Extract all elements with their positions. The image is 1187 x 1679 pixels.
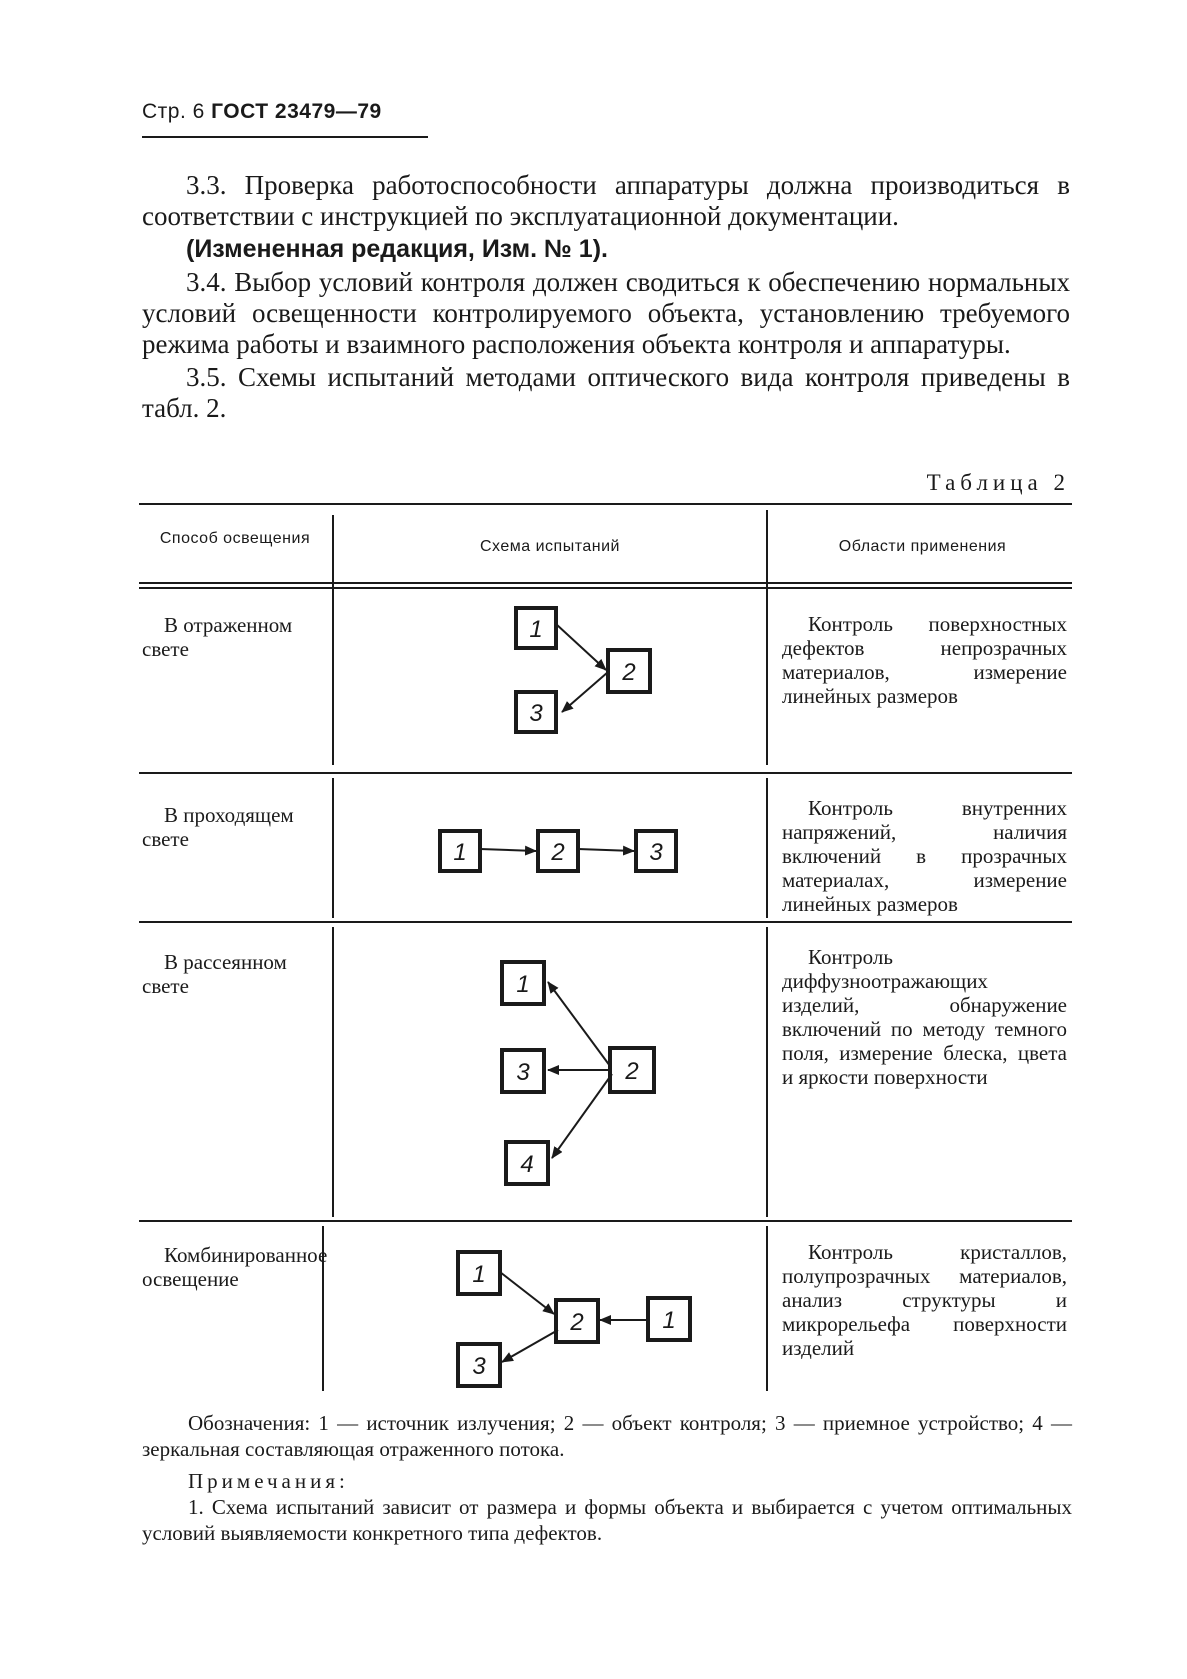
box-label: 2: [624, 1058, 638, 1085]
scheme-reflected: [514, 606, 652, 734]
table-caption: Таблица 2: [926, 470, 1070, 495]
scheme-box: [500, 960, 546, 1006]
row-3-area: Контроль диффузноотражающих изделий, обн…: [782, 945, 1067, 1089]
scheme-box: [456, 1342, 502, 1388]
box-label: 2: [621, 659, 635, 686]
box-label: 1: [529, 616, 542, 643]
legend: Обозначения: 1 — источник излучения; 2 —…: [142, 1411, 1072, 1461]
scheme-box: [536, 829, 580, 873]
header-method: Способ освещения: [159, 530, 311, 547]
row-3-method: В рассеянном свете: [142, 950, 287, 998]
row-4-area: Контроль кристаллов, полупрозрачных мате…: [782, 1240, 1067, 1360]
header-scheme: Схема испытаний: [480, 538, 620, 555]
row-rule: [139, 772, 1072, 774]
table-top-rule: [139, 503, 1072, 505]
arrow: [501, 1329, 559, 1363]
col-divider: [766, 510, 768, 765]
header-area: Области применения: [838, 538, 1007, 555]
arrow: [555, 623, 607, 671]
scheme-box: [514, 690, 558, 734]
scheme-box: [634, 829, 678, 873]
page-header: Стр. 6 ГОСТ 23479—79: [142, 100, 382, 124]
notes-title: Примечания:: [188, 1469, 349, 1493]
scheme-scattered: [500, 960, 656, 1186]
arrow: [577, 845, 635, 856]
arrow: [499, 1271, 555, 1315]
scheme-box: [554, 1298, 600, 1344]
gost-number: ГОСТ 23479—79: [211, 100, 382, 123]
box-label: 1: [662, 1307, 675, 1334]
header-rule-1: [139, 582, 1072, 584]
body-text: 3.3. Проверка работоспособности аппарату…: [142, 170, 1070, 424]
box-label: 2: [550, 839, 564, 866]
scheme-box: [504, 1140, 550, 1186]
col-divider: [332, 927, 334, 1217]
edit-note: (Измененная редакция, Изм. № 1).: [186, 235, 608, 263]
box-label: 1: [472, 1261, 485, 1288]
box-label: 1: [516, 971, 529, 998]
arrow: [561, 671, 609, 713]
notes-block: Обозначения: 1 — источник излучения; 2 —…: [142, 1410, 1072, 1546]
arrow: [479, 845, 537, 856]
scheme-combined: [456, 1250, 692, 1388]
row-1-area: Контроль поверхностных дефектов непрозра…: [782, 612, 1067, 708]
box-label: 3: [649, 839, 663, 866]
page-number: Стр. 6: [142, 100, 205, 123]
paragraph-3-4: 3.4. Выбор условий контроля должен своди…: [142, 267, 1070, 359]
col-divider: [322, 1226, 324, 1391]
scheme-box: [500, 1048, 546, 1094]
scheme-transmitted: [438, 829, 678, 873]
box-label: 4: [520, 1151, 533, 1178]
row-2-area: Контроль внутренних напряжений, наличия …: [782, 796, 1067, 916]
box-label: 1: [453, 839, 466, 866]
header-rule-2: [139, 587, 1072, 589]
col-divider: [766, 1226, 768, 1391]
header-rule: [142, 136, 428, 138]
col-divider: [766, 927, 768, 1217]
arrow: [547, 981, 611, 1067]
scheme-box: [438, 829, 482, 873]
scheme-box: [606, 648, 652, 694]
row-rule: [139, 1220, 1072, 1222]
row-2-method: В проходящем свете: [142, 803, 294, 851]
col-divider: [332, 778, 334, 918]
col-divider: [766, 778, 768, 918]
box-label: 3: [516, 1059, 530, 1086]
note-1: 1. Схема испытаний зависит от размера и …: [142, 1495, 1072, 1545]
paragraph-3-3: 3.3. Проверка работоспособности аппарату…: [142, 170, 1070, 231]
box-label: 3: [472, 1353, 486, 1380]
row-4-method: Комбинированное освещение: [142, 1243, 328, 1291]
box-label: 3: [529, 700, 543, 727]
row-rule: [139, 921, 1072, 923]
arrow: [551, 1073, 613, 1159]
box-label: 2: [569, 1309, 583, 1336]
paragraph-3-5: 3.5. Схемы испытаний методами оптическог…: [142, 362, 1070, 423]
col-divider: [332, 515, 334, 765]
scheme-box: [514, 606, 558, 650]
row-1-method: В отраженном свете: [142, 613, 293, 661]
